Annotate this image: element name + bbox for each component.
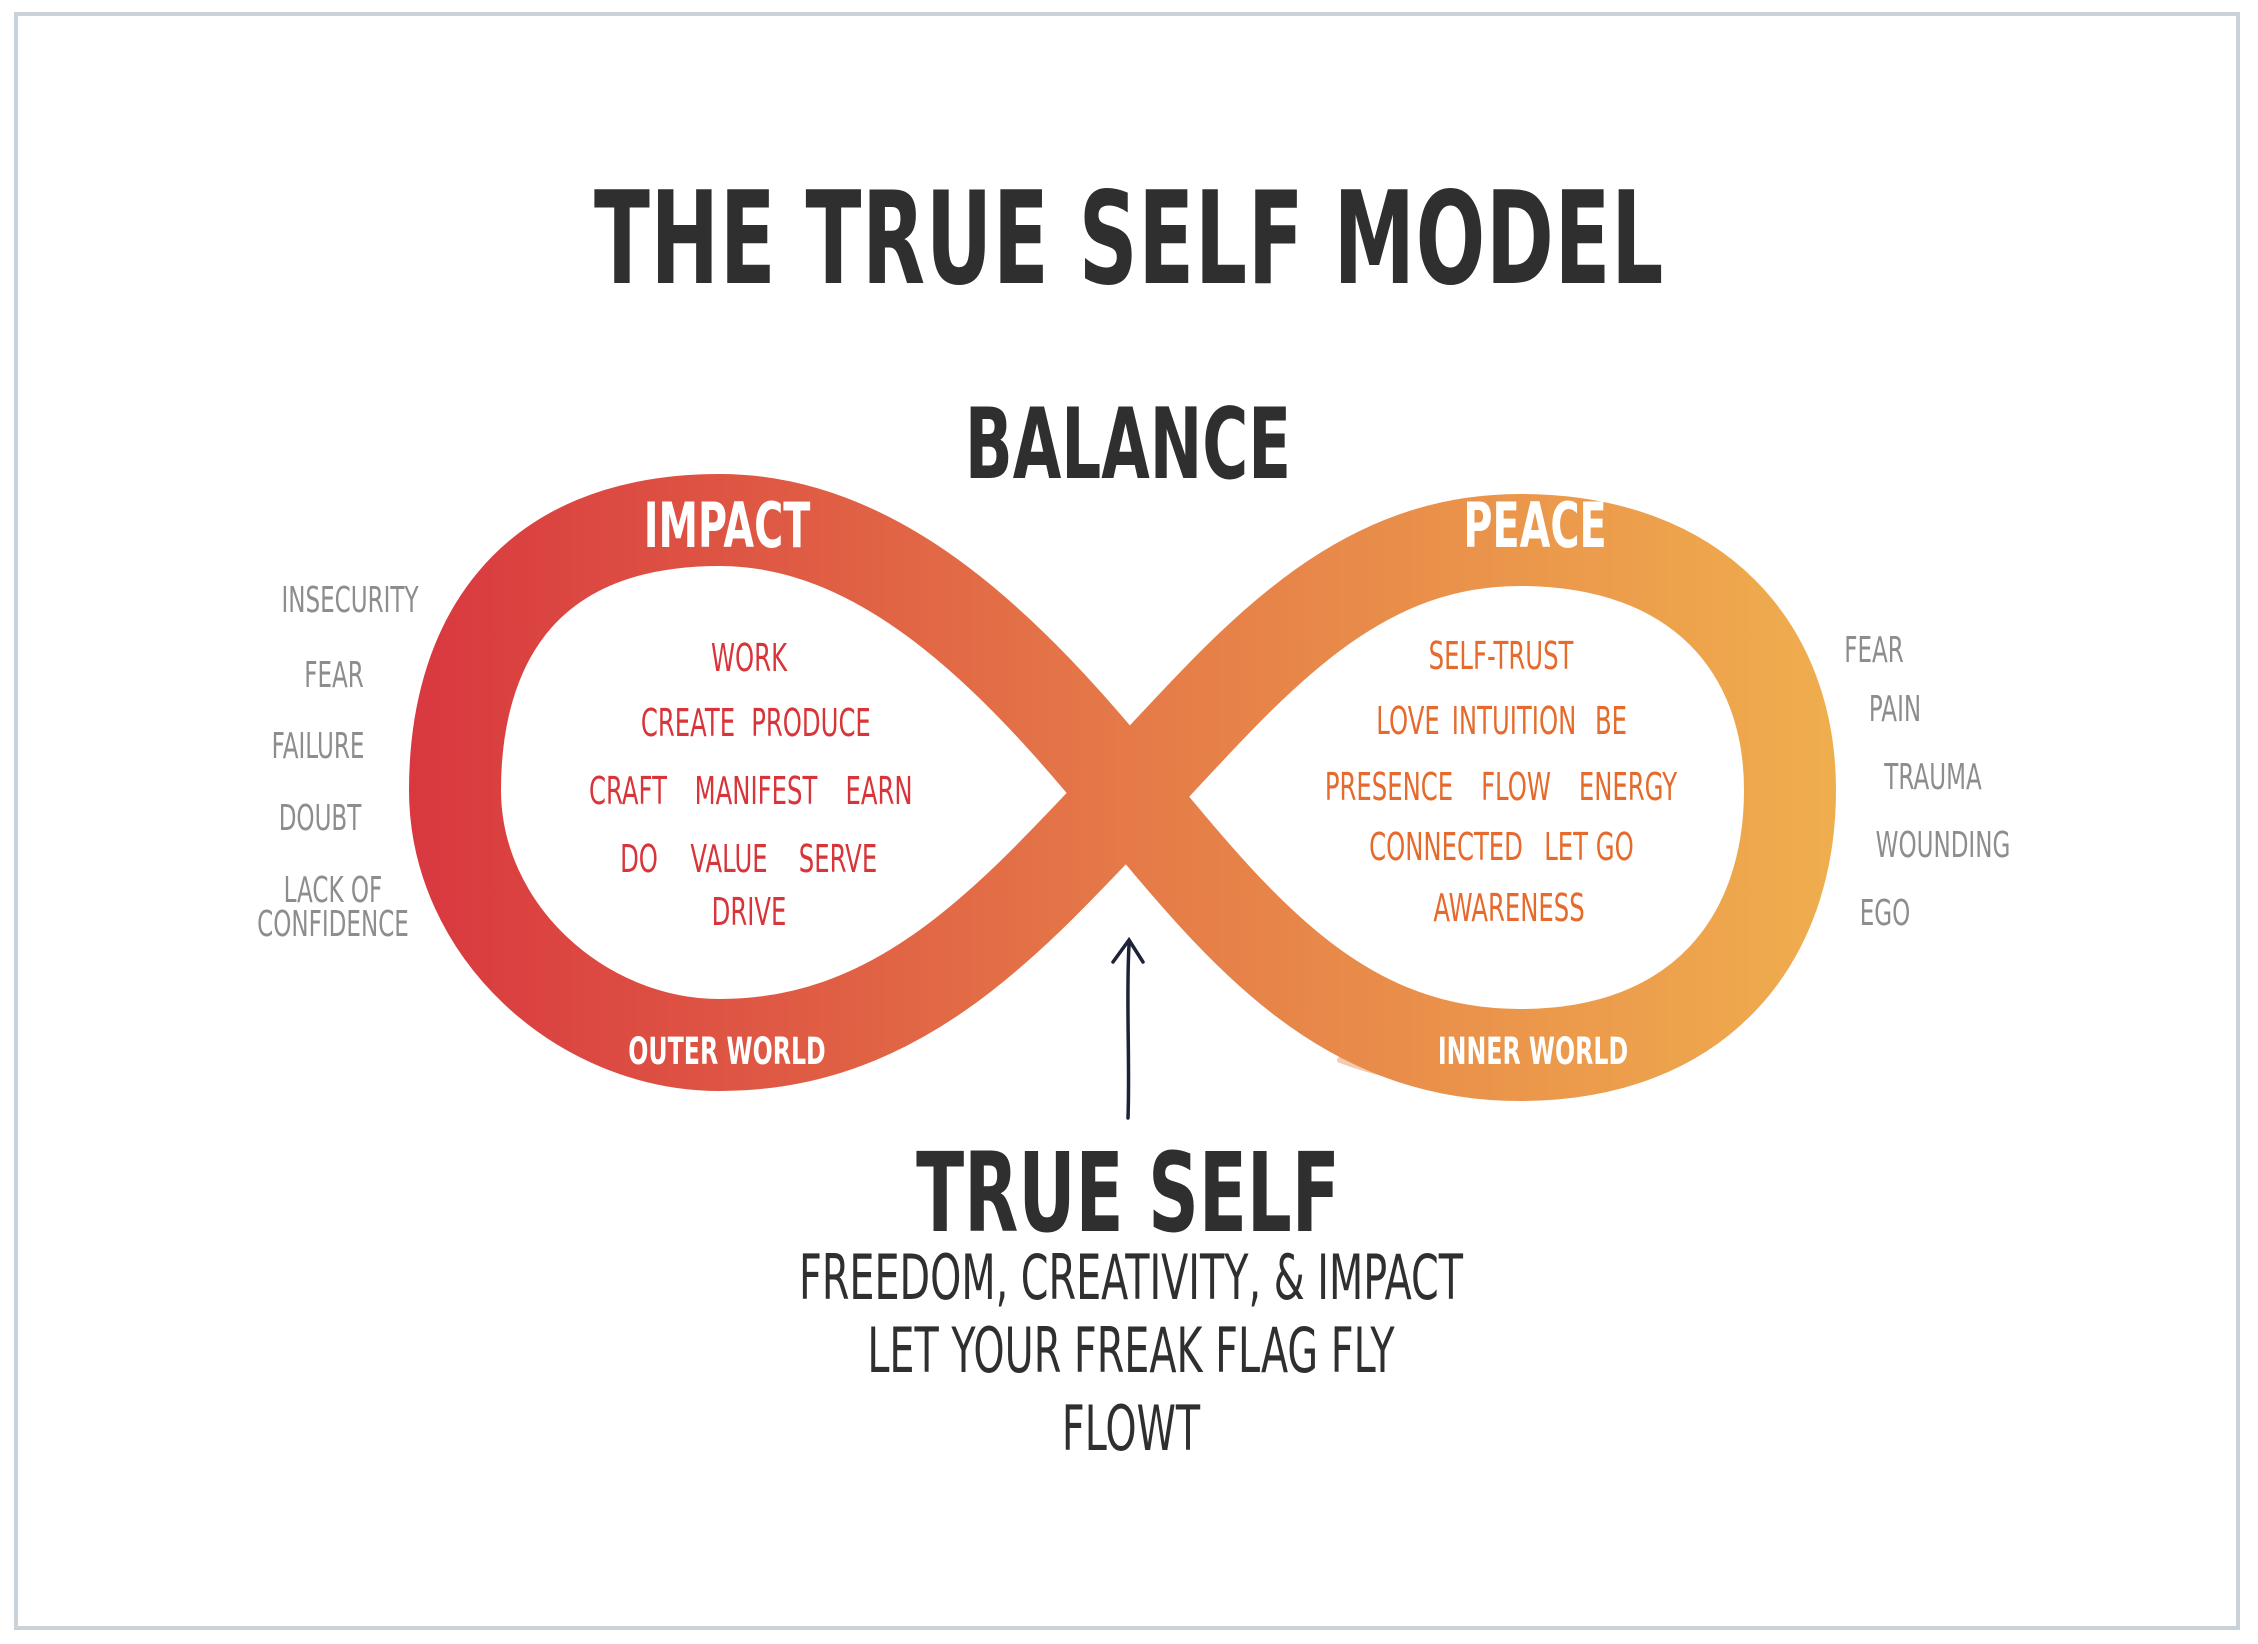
left-blocker-doubt: DOUBT [278, 798, 362, 839]
word-self-trust: SELF-TRUST [1428, 634, 1574, 678]
left-blocker-insecurity: INSECURITY [281, 580, 419, 621]
word-be: BE [1594, 699, 1628, 743]
peace-label: PEACE [1463, 489, 1607, 562]
left-blocker-confidence: CONFIDENCE [257, 904, 409, 945]
word-work: WORK [710, 636, 788, 680]
outer-world-label: OUTER WORLD [628, 1030, 826, 1073]
right-blocker-ego: EGO [1859, 893, 1911, 934]
right-blocker-trauma: TRAUMA [1884, 757, 1982, 798]
right-blocker-fear: FEAR [1844, 630, 1904, 671]
word-awareness: AWARENESS [1433, 886, 1585, 930]
impact-label: IMPACT [643, 489, 811, 562]
word-do: DO [620, 837, 658, 881]
right-blocker-pain: PAIN [1868, 689, 1922, 730]
right-blocker-wounding: WOUNDING [1875, 825, 2011, 866]
word-love: LOVE [1376, 699, 1440, 743]
balance-label: BALANCE [964, 388, 1292, 502]
word-earn: EARN [845, 769, 913, 813]
left-blocker-lack-of: LACK OF [283, 870, 383, 911]
word-craft: CRAFT [589, 769, 667, 813]
word-serve: SERVE [798, 837, 878, 881]
word-presence: PRESENCE [1324, 765, 1454, 809]
arrow-up-icon [1111, 936, 1145, 1120]
page-title: THE TRUE SELF MODEL [594, 165, 1664, 314]
word-let-go: LET GO [1544, 825, 1634, 869]
word-value: VALUE [690, 837, 768, 881]
tagline-freak-flag: LET YOUR FREAK FLAG FLY [867, 1314, 1395, 1387]
word-create: CREATE [640, 701, 736, 745]
inner-world-label: INNER WORLD [1437, 1030, 1629, 1073]
word-energy: ENERGY [1578, 765, 1678, 809]
left-blocker-fear: FEAR [304, 655, 364, 696]
tagline-freedom: FREEDOM, CREATIVITY, & IMPACT [799, 1241, 1463, 1314]
word-flow: FLOW [1481, 765, 1551, 809]
word-intuition: INTUITION [1451, 699, 1577, 743]
word-produce: PRODUCE [751, 701, 871, 745]
word-connected: CONNECTED [1369, 825, 1523, 869]
left-blocker-failure: FAILURE [271, 726, 365, 767]
tagline-flowt: FLOWT [1061, 1392, 1201, 1465]
word-manifest: MANIFEST [694, 769, 818, 813]
word-drive: DRIVE [711, 890, 787, 934]
true-self-label: TRUE SELF [916, 1129, 1340, 1257]
